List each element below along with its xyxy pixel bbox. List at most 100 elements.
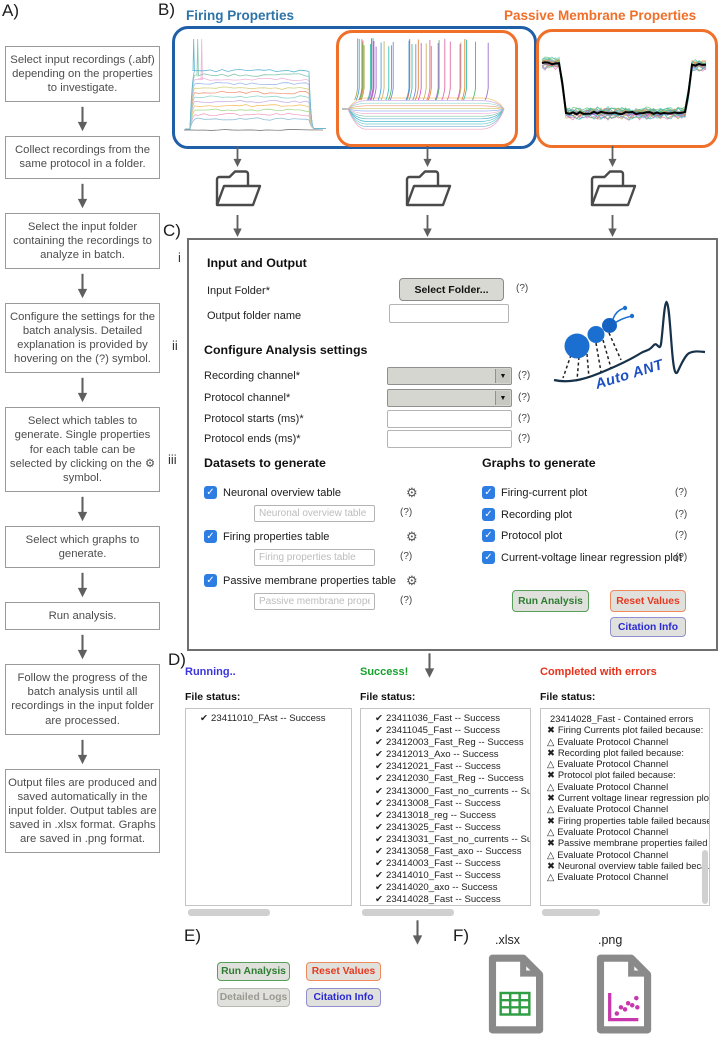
- horizontal-scrollbar[interactable]: [188, 909, 270, 916]
- checkbox-checked[interactable]: ✓: [482, 486, 495, 499]
- check-icon: ✔: [375, 894, 384, 906]
- file-status-text: 23411010_FAst -- Success: [211, 713, 326, 724]
- file-status-item: ✔23413031_Fast_no_currents -- Success: [375, 834, 530, 846]
- reset-values-button[interactable]: Reset Values: [306, 962, 381, 981]
- status-icon: △: [547, 780, 555, 792]
- select-folder-button[interactable]: Select Folder...: [399, 278, 504, 301]
- gear-icon[interactable]: ⚙: [406, 573, 418, 588]
- checkbox-checked[interactable]: ✓: [204, 530, 217, 543]
- checkbox-checked[interactable]: ✓: [482, 529, 495, 542]
- arrow-down-icon: [233, 146, 242, 167]
- configure-settings-title: Configure Analysis settings: [204, 343, 368, 357]
- check-icon: ✔: [375, 809, 384, 821]
- gear-icon[interactable]: ⚙: [406, 485, 418, 500]
- check-icon: ✔: [375, 821, 384, 833]
- reset-values-button[interactable]: Reset Values: [610, 590, 686, 612]
- file-status-text: 23414020_axo -- Success: [386, 882, 498, 894]
- check-icon: ✔: [375, 725, 384, 737]
- protocol-ends-label: Protocol ends (ms)*: [204, 433, 301, 445]
- chevron-down-icon: ▼: [495, 391, 510, 405]
- checkbox-checked[interactable]: ✓: [482, 507, 495, 521]
- file-status-item: 23414028_Fast - Contained errors: [547, 713, 709, 724]
- help-icon[interactable]: (?): [400, 507, 413, 518]
- auto-ant-logo-text: Auto ANT: [593, 357, 666, 393]
- help-icon[interactable]: (?): [518, 413, 531, 424]
- status-icon: △: [547, 735, 555, 747]
- help-icon[interactable]: (?): [675, 530, 688, 541]
- check-icon: ✓: [484, 508, 493, 520]
- output-folder-input[interactable]: [389, 304, 509, 323]
- horizontal-scrollbar[interactable]: [362, 909, 454, 916]
- table-name-input[interactable]: [254, 593, 375, 610]
- citation-info-button[interactable]: Citation Info: [610, 617, 686, 637]
- help-icon[interactable]: (?): [518, 370, 531, 381]
- file-status-text: 23413018_reg -- Success: [386, 809, 496, 821]
- flow-step-box: Select which tables to generate. Single …: [5, 407, 160, 492]
- panel-label-a: A): [2, 1, 19, 20]
- run-analysis-button[interactable]: Run Analysis: [512, 590, 589, 612]
- help-icon[interactable]: (?): [675, 487, 688, 498]
- status-icon: ✖: [547, 724, 555, 736]
- horizontal-scrollbar[interactable]: [542, 909, 600, 916]
- file-status-item: ✔23411010_FAst -- Success: [200, 713, 351, 725]
- file-status-item: ✔23411036_Fast -- Success: [375, 713, 530, 725]
- check-icon: ✔: [375, 749, 384, 761]
- file-status-item: ✔23414028_Fast -- Success: [375, 894, 530, 906]
- help-icon[interactable]: (?): [400, 551, 413, 562]
- check-icon: ✓: [484, 487, 493, 498]
- section-marker-i: i: [178, 250, 181, 265]
- file-status-item: ✔23413058_Fast_axo -- Success: [375, 846, 530, 858]
- protocol-ends-input[interactable]: [387, 430, 512, 448]
- file-status-text: Evaluate Protocol Channel: [557, 780, 669, 792]
- checkbox-checked[interactable]: ✓: [204, 574, 217, 587]
- citation-info-button[interactable]: Citation Info: [306, 988, 381, 1007]
- graph-label: Recording plot: [501, 508, 572, 521]
- help-icon[interactable]: (?): [675, 508, 688, 520]
- file-status-item: ✔23413025_Fast -- Success: [375, 822, 530, 834]
- detailed-logs-button[interactable]: Detailed Logs: [217, 988, 290, 1007]
- file-status-item: ✔23412003_Fast_Reg -- Success: [375, 737, 530, 749]
- file-status-text: 23411045_Fast -- Success: [386, 725, 500, 737]
- chevron-down-icon: ▼: [495, 369, 510, 383]
- status-icon: △: [547, 803, 555, 815]
- passive-membrane-trace-plot: [540, 33, 708, 139]
- png-format-label: .png: [598, 933, 623, 947]
- check-icon: ✔: [375, 870, 384, 882]
- graph-label: Current-voltage linear regression plot: [501, 551, 682, 564]
- folder-icon: [215, 170, 262, 207]
- file-status-item: △Evaluate Protocol Channel: [547, 871, 709, 882]
- arrow-down-icon: [77, 107, 88, 132]
- file-status-item: ✔23412030_Fast_Reg -- Success: [375, 773, 530, 785]
- file-status-text: 23414003_Fast -- Success: [386, 858, 501, 870]
- checkbox-checked[interactable]: ✓: [204, 486, 217, 499]
- file-status-text: 23414028_Fast - Contained errors: [550, 713, 694, 724]
- protocol-channel-label: Protocol channel*: [204, 392, 291, 404]
- check-icon: ✔: [200, 713, 209, 724]
- file-status-list-success[interactable]: ✔23411036_Fast -- Success ✔23411045_Fast…: [360, 708, 531, 906]
- protocol-starts-input[interactable]: [387, 410, 512, 428]
- vertical-scrollbar[interactable]: [702, 850, 708, 904]
- help-icon[interactable]: (?): [675, 551, 688, 563]
- flow-step-box: Output files are produced and saved auto…: [5, 768, 160, 854]
- help-icon[interactable]: (?): [400, 595, 413, 606]
- help-icon[interactable]: (?): [516, 283, 529, 294]
- run-analysis-button[interactable]: Run Analysis: [217, 962, 290, 981]
- table-name-input[interactable]: [254, 505, 375, 522]
- table-name-input[interactable]: [254, 549, 375, 566]
- dataset-item: ✓ Neuronal overview table ⚙ (?): [204, 485, 454, 530]
- help-icon[interactable]: (?): [518, 392, 531, 403]
- passive-membrane-properties-label: Passive Membrane Properties: [504, 8, 697, 23]
- arrow-down-icon: [608, 215, 617, 237]
- file-status-list-running[interactable]: ✔23411010_FAst -- Success: [185, 708, 352, 906]
- panel-label-d: D): [168, 650, 186, 669]
- file-status-list-errors[interactable]: 23414028_Fast - Contained errors ✖Firing…: [540, 708, 710, 906]
- help-icon[interactable]: (?): [518, 433, 531, 444]
- status-icon: ✖: [547, 746, 555, 758]
- graph-item: ✓ Current-voltage linear regression plot…: [482, 550, 697, 573]
- file-status-text: 23414010_Fast -- Success: [386, 870, 501, 882]
- gear-icon[interactable]: ⚙: [406, 529, 418, 544]
- checkbox-checked[interactable]: ✓: [482, 550, 495, 564]
- protocol-channel-dropdown[interactable]: ▼: [387, 389, 512, 407]
- file-status-text: Evaluate Protocol Channel: [557, 825, 669, 837]
- recording-channel-dropdown[interactable]: ▼: [387, 367, 512, 385]
